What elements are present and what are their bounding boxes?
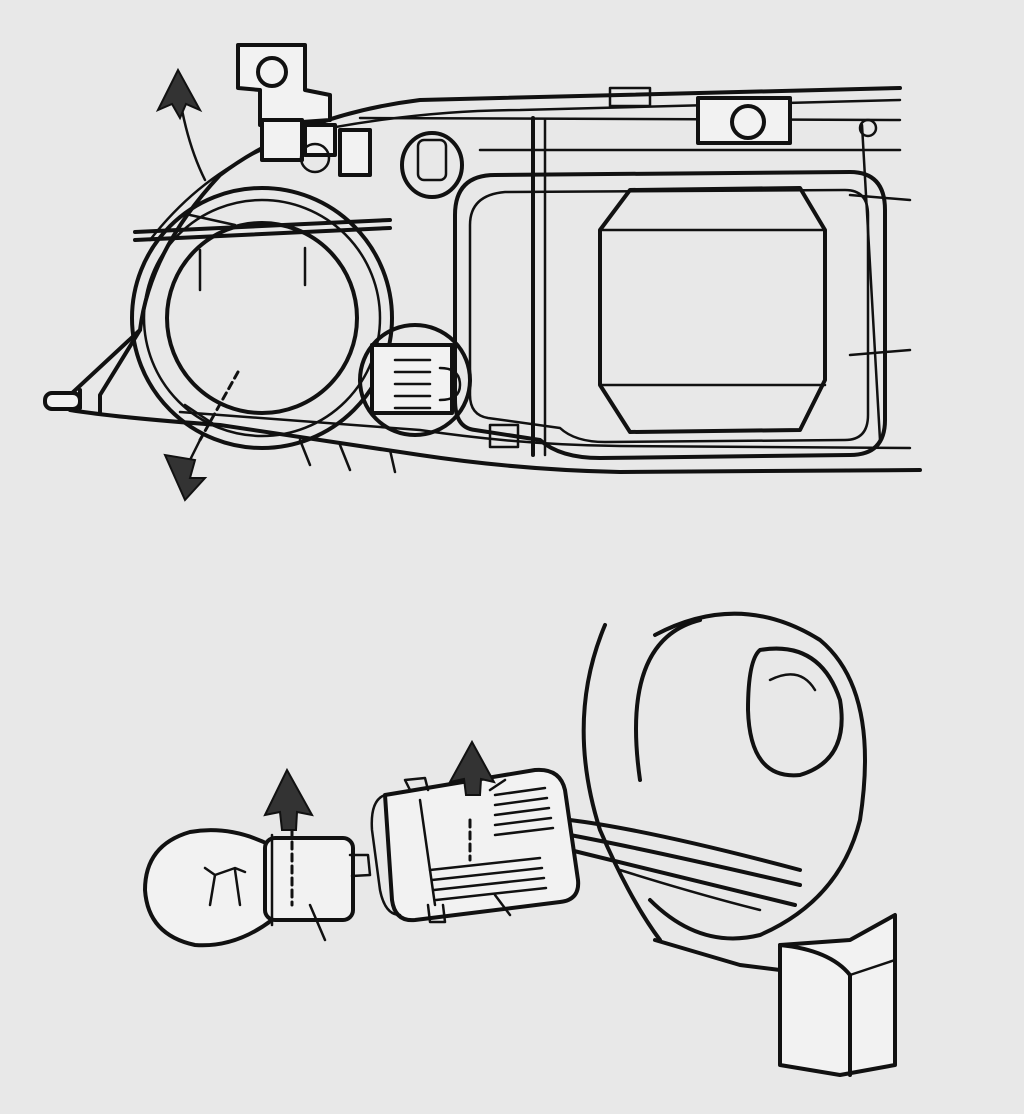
lens-icon: [453, 116, 912, 460]
upper-bracket-icon: [608, 86, 792, 145]
lower-assembly: [143, 611, 897, 1077]
removal-arrow-up-icon: [155, 67, 207, 182]
removal-arrow-bulb-icon: [263, 767, 314, 831]
housing-icon: [581, 611, 897, 1077]
bulb-socket-icon: [370, 767, 581, 924]
bulb-access-opening-icon: [130, 186, 394, 450]
removal-arrow-socket-icon: [448, 739, 496, 796]
removal-arrow-down-icon: [163, 438, 208, 502]
headlamp-assembly-icon: [43, 43, 922, 502]
mounting-bracket-icon: [236, 43, 372, 177]
bulb-icon: [143, 828, 372, 948]
adjuster-icon: [400, 131, 464, 199]
wiring-harness-icon: [568, 818, 802, 912]
